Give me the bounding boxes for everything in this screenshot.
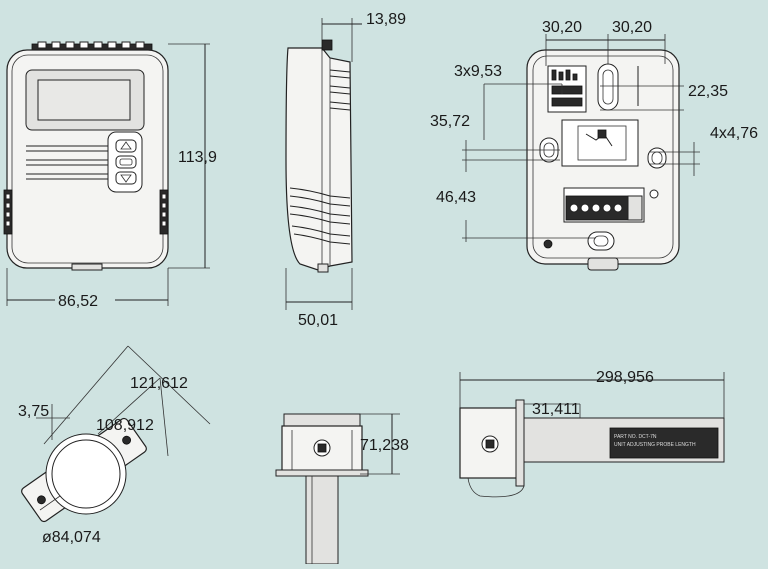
probe-label-line2: UNIT ADJUSTING PROBE LENGTH xyxy=(614,442,696,448)
set-button xyxy=(115,155,137,169)
side-view: 13,89 50,01 xyxy=(285,11,406,329)
back-holes-label: 4x4,76 xyxy=(710,125,758,142)
duct-small-label: 3,75 xyxy=(18,403,49,420)
front-view: 113,9 86,52 xyxy=(3,41,217,310)
back-offset-right-label: 22,35 xyxy=(688,83,728,100)
duct-mount-view: 121,612 3,75 108,912 ø84,074 xyxy=(18,345,211,546)
back-vert-2-label: 46,43 xyxy=(436,189,476,206)
side-depth-label: 50,01 xyxy=(298,312,338,329)
front-side-terminals xyxy=(3,189,169,235)
back-vert-1-label: 35,72 xyxy=(430,113,470,130)
back-slot xyxy=(597,63,619,111)
duct-diameter-label: ø84,074 xyxy=(42,529,101,546)
side-housing xyxy=(285,47,353,271)
probe-offset-label: 31,411 xyxy=(532,401,580,418)
front-width-label: 86,52 xyxy=(58,293,98,310)
back-slots-label: 3x9,53 xyxy=(454,63,502,80)
back-spacing-left-label: 30,20 xyxy=(542,19,582,36)
back-spacing-right-label: 30,20 xyxy=(612,19,652,36)
triangle-up-icon xyxy=(120,141,132,150)
duct-inner-label: 108,912 xyxy=(96,417,154,434)
back-view: 30,20 30,20 3x9,53 22,35 35,72 4x4,76 46… xyxy=(430,19,758,271)
probe-cap-stem xyxy=(305,475,339,565)
duct-outer-label: 121,612 xyxy=(130,375,188,392)
back-hole-right xyxy=(647,147,667,169)
cap-height-label: 71,238 xyxy=(360,437,409,454)
front-display-screen xyxy=(37,79,131,121)
side-top-label: 13,89 xyxy=(366,11,406,28)
probe-label-plate xyxy=(609,427,719,459)
probe-length-label: 298,956 xyxy=(596,369,654,386)
back-bottom-hole xyxy=(587,231,615,251)
back-terminal-block xyxy=(563,187,645,223)
front-height-label: 113,9 xyxy=(178,149,217,166)
probe-cap-view: 71,238 xyxy=(275,413,409,565)
back-top-terminals xyxy=(547,65,587,113)
rectangle-icon xyxy=(119,158,133,166)
probe-label-line1: PART NO. DCT-7N xyxy=(614,434,657,440)
side-vents xyxy=(289,69,351,245)
probe-side-view: PART NO. DCT-7N UNIT ADJUSTING PROBE LEN… xyxy=(459,369,725,498)
back-pcb xyxy=(561,119,639,167)
triangle-down-icon xyxy=(120,174,132,183)
duct-pipe-inner xyxy=(51,439,121,509)
